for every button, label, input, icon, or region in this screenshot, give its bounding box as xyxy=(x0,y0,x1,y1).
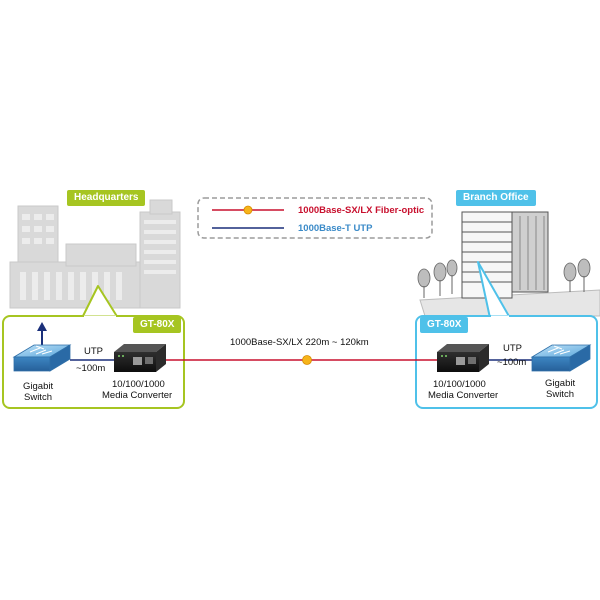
branch-utp-label: UTP xyxy=(503,343,522,354)
headquarters-title: Headquarters xyxy=(67,190,146,206)
up-arrow-icon xyxy=(37,322,47,346)
hq-utp-label: UTP xyxy=(84,346,103,357)
branch-switch-label-line2: Switch xyxy=(546,389,574,400)
legend-fiber-label: 1000Base-SX/LX Fiber-optic xyxy=(298,205,425,216)
hq-model-tag: GT-80X xyxy=(133,317,182,333)
hq-switch-label-line2: Switch xyxy=(24,392,52,403)
network-switch-icon xyxy=(12,344,72,372)
branch-converter-label-line1: 10/100/1000 xyxy=(433,379,486,390)
headquarters-site-frame xyxy=(2,285,185,409)
branch-office-title: Branch Office xyxy=(456,190,536,206)
hq-converter-label-line2: Media Converter xyxy=(102,390,173,401)
hq-utp-distance: ~100m xyxy=(76,363,106,374)
legend-utp-label: 1000Base-T UTP xyxy=(298,223,373,234)
branch-site-frame xyxy=(415,261,598,409)
branch-model-tag: GT-80X xyxy=(420,317,469,333)
hq-converter-label-line1: 10/100/1000 xyxy=(112,379,165,390)
branch-utp-distance: ~100m xyxy=(497,357,527,368)
branch-switch-label-line1: Gigabit xyxy=(545,378,576,389)
office-building-icon xyxy=(9,199,181,309)
fiber-link-label: 1000Base-SX/LX 220m ~ 120km xyxy=(230,337,369,348)
office-building-icon xyxy=(417,211,600,317)
network-switch-icon xyxy=(530,344,592,372)
legend-fiber-dot xyxy=(243,205,253,215)
media-converter-icon xyxy=(437,344,489,372)
branch-converter-label-line2: Media Converter xyxy=(428,390,499,401)
fiber-link-dot xyxy=(302,355,312,365)
media-converter-icon xyxy=(114,344,166,372)
hq-switch-label-line1: Gigabit xyxy=(23,381,54,392)
